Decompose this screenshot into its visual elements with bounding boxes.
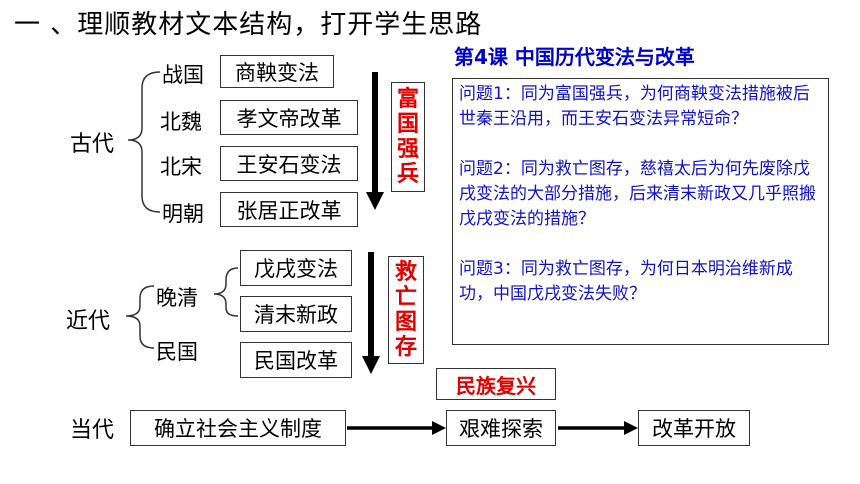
question-1: 问题1：同为富国强兵，为何商鞅变法措施被后世秦王沿用，而王安石变法异常短命？ (459, 84, 810, 129)
ancient-brace (127, 71, 161, 213)
theme-fuguoqiangbing: 富 国 强 兵 (391, 82, 425, 192)
dynasty-label: 战国 (162, 63, 204, 87)
dynasty-label: 明朝 (162, 202, 204, 226)
period-label: 晚清 (156, 286, 198, 310)
question-2: 问题2：同为救亡图存，慈禧太后为何先废除戊戌变法的大部分措施，后来清末新政又几乎… (459, 159, 816, 229)
lesson-title: 第4课 中国历代变法与改革 (454, 45, 695, 69)
reform-box: 戊戌变法 (240, 250, 352, 286)
reform-box: 商鞅变法 (220, 55, 334, 88)
modern-brace (125, 285, 155, 349)
era-contemporary: 当代 (70, 418, 115, 443)
theme-minzufuxing: 民族复兴 (436, 368, 556, 400)
reform-box: 清末新政 (240, 296, 352, 332)
period-label: 民国 (156, 340, 198, 364)
step-box: 艰难探索 (446, 410, 556, 446)
theme-jiuwangtucun: 救 亡 图 存 (388, 256, 424, 364)
questions-panel: 问题1：同为富国强兵，为何商鞅变法措施被后世秦王沿用，而王安石变法异常短命？ 问… (452, 78, 829, 345)
reform-box: 王安石变法 (220, 146, 358, 181)
wanqing-brace (213, 267, 239, 317)
reform-box: 民国改革 (240, 342, 352, 378)
step-box: 改革开放 (638, 410, 750, 446)
era-ancient: 古代 (70, 132, 115, 157)
era-modern: 近代 (66, 309, 111, 334)
dynasty-label: 北魏 (160, 110, 202, 134)
step-box: 确立社会主义制度 (130, 410, 346, 446)
dynasty-label: 北宋 (160, 155, 202, 179)
question-3: 问题3：同为救亡图存，为何日本明治维新成功，中国戊戌变法失败？ (459, 259, 793, 304)
reform-box: 孝文帝改革 (220, 100, 358, 135)
reform-box: 张居正改革 (220, 192, 358, 227)
page-title: 一 、理顺教材文本结构，打开学生思路 (14, 10, 483, 40)
